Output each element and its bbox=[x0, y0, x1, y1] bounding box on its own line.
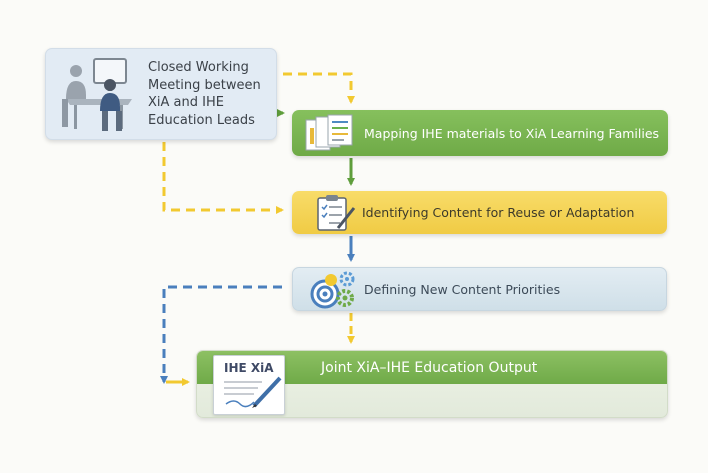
node-defining-priorities: Defining New Content Priorities bbox=[292, 267, 667, 311]
step-label: Defining New Content Priorities bbox=[364, 281, 561, 297]
connector-start-step2-dashed bbox=[162, 142, 284, 214]
document-lines bbox=[224, 376, 282, 408]
step-label: Identifying Content for Reuse or Adaptat… bbox=[362, 205, 635, 220]
node-joint-output: IHE XiA Joint XiA–IHE Education Output bbox=[196, 350, 668, 418]
node-mapping-materials: Mapping IHE materials to XiA Learning Fa… bbox=[292, 110, 668, 156]
target-gears-icon bbox=[310, 271, 355, 309]
connector-loop-dashed bbox=[160, 285, 282, 384]
node-closed-working-meeting: Closed Working Meeting between XiA and I… bbox=[45, 48, 277, 140]
connector-start-step1-dashed bbox=[283, 72, 355, 104]
documents-icon bbox=[305, 114, 353, 151]
clipboard-checklist-icon bbox=[317, 195, 356, 231]
output-label: Joint XiA–IHE Education Output bbox=[321, 360, 538, 376]
doc-brand: IHE XiA bbox=[224, 361, 274, 375]
start-label: Closed Working Meeting between XiA and I… bbox=[148, 60, 261, 128]
step-label: Mapping IHE materials to XiA Learning Fa… bbox=[364, 125, 660, 141]
node-identifying-content: Identifying Content for Reuse or Adaptat… bbox=[292, 191, 667, 234]
signed-document-icon: IHE XiA bbox=[213, 355, 285, 415]
meeting-icon bbox=[62, 58, 132, 131]
